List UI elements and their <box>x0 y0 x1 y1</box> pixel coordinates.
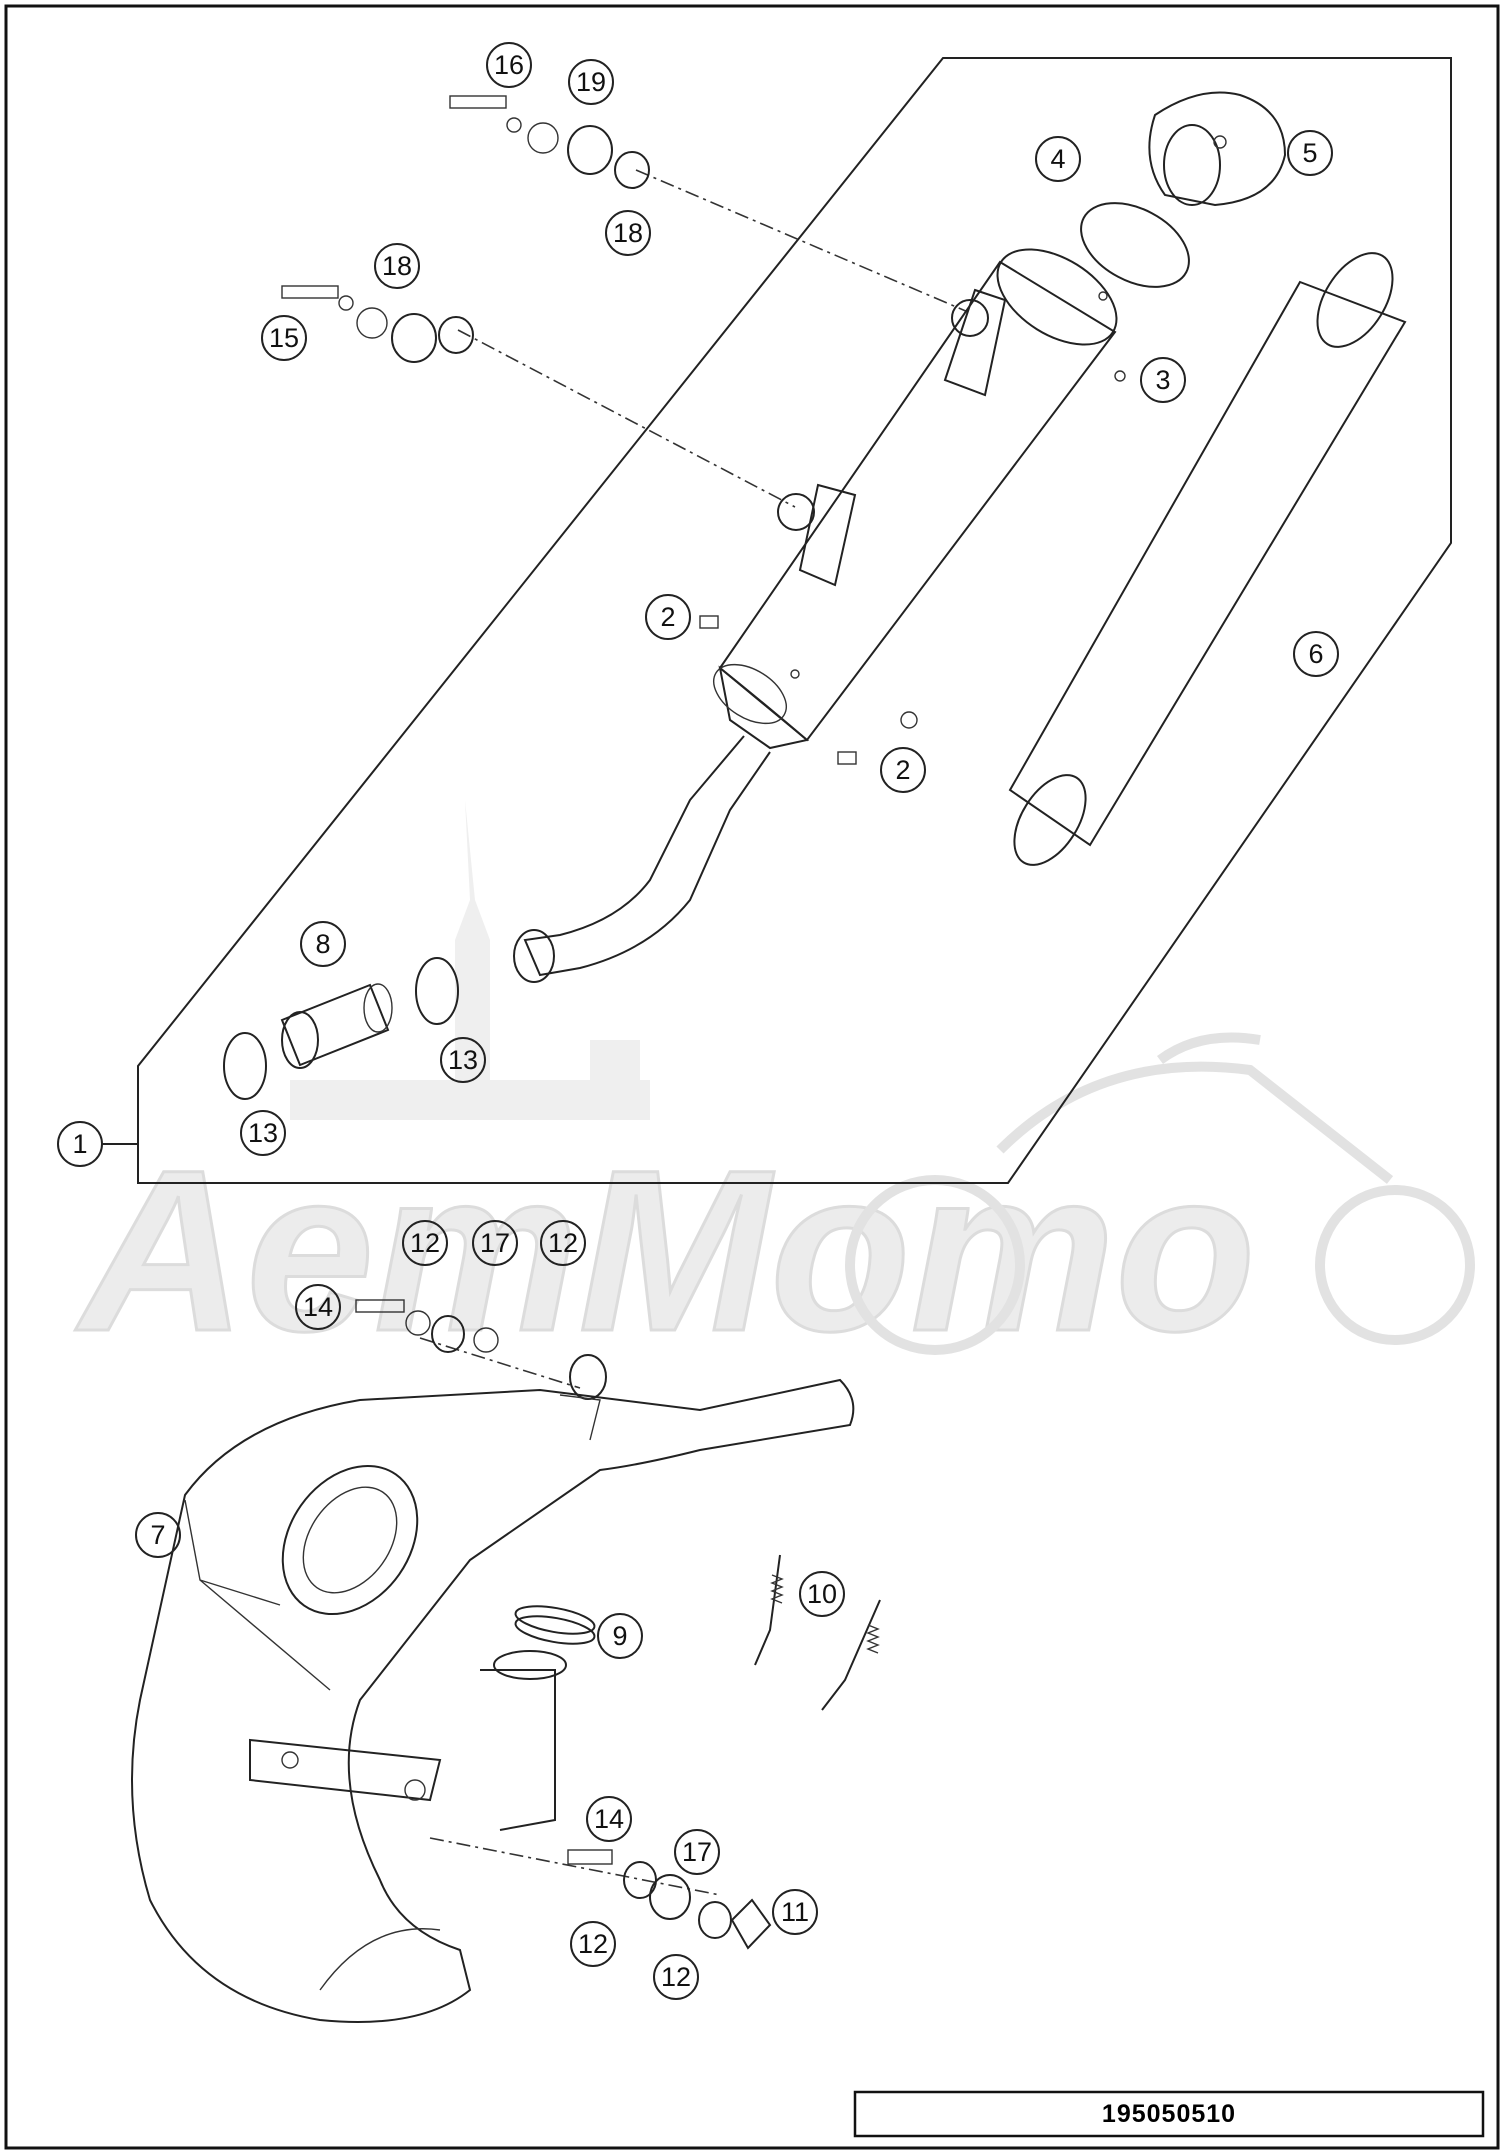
svg-text:11: 11 <box>781 1897 809 1927</box>
callout-2-lower: 2 <box>880 747 926 793</box>
svg-text:12: 12 <box>548 1228 578 1258</box>
svg-text:14: 14 <box>303 1292 333 1322</box>
callout-9: 9 <box>597 1613 643 1659</box>
svg-text:17: 17 <box>480 1228 510 1258</box>
callout-2-upper: 2 <box>645 594 691 640</box>
callout-5: 5 <box>1287 130 1333 176</box>
svg-text:9: 9 <box>612 1621 627 1651</box>
callout-12-d: 12 <box>653 1954 699 2000</box>
callout-10: 10 <box>799 1571 845 1617</box>
watermark-motorcycle-icon <box>845 1032 1475 1355</box>
callout-12-b: 12 <box>540 1220 586 1266</box>
callout-11: 11 <box>772 1889 818 1935</box>
svg-text:1: 1 <box>72 1129 87 1159</box>
svg-text:195050510: 195050510 <box>1102 2100 1236 2128</box>
svg-text:12: 12 <box>661 1962 691 1992</box>
springs <box>754 1554 881 1711</box>
svg-text:AemMomo: AemMomo <box>75 1122 1256 1379</box>
svg-text:2: 2 <box>895 755 910 785</box>
callout-18-b: 18 <box>374 243 420 289</box>
callout-13-a: 13 <box>440 1037 486 1083</box>
callout-7: 7 <box>135 1512 181 1558</box>
callout-18-a: 18 <box>605 210 651 256</box>
seal-ring-inner <box>514 1615 596 1645</box>
callout-4: 4 <box>1035 136 1081 182</box>
assembly-line-lower <box>457 329 796 508</box>
gasket-right <box>415 957 459 1025</box>
svg-text:13: 13 <box>448 1045 478 1075</box>
callout-12-a: 12 <box>402 1220 448 1266</box>
svg-text:17: 17 <box>682 1837 712 1867</box>
silencer-body <box>713 248 1126 750</box>
callout-14-a: 14 <box>295 1284 341 1330</box>
svg-text:6: 6 <box>1308 639 1323 669</box>
svg-text:8: 8 <box>315 929 330 959</box>
silencer-kit-outline <box>137 57 1452 1184</box>
inlet-sleeve <box>280 983 393 1069</box>
rivets <box>699 615 918 765</box>
svg-text:3: 3 <box>1155 365 1170 395</box>
callout-8: 8 <box>300 921 346 967</box>
svg-text:12: 12 <box>578 1929 608 1959</box>
svg-text:2: 2 <box>660 602 675 632</box>
svg-text:7: 7 <box>150 1520 165 1550</box>
callout-3: 3 <box>1140 357 1186 403</box>
pipe-end <box>513 929 555 983</box>
gasket-left <box>223 1032 267 1100</box>
end-cap <box>1148 91 1287 207</box>
assembly-line-manifold-bottom <box>429 1837 721 1896</box>
callout-12-c: 12 <box>570 1921 616 1967</box>
callout-15: 15 <box>261 315 307 361</box>
callout-19: 19 <box>568 59 614 105</box>
watermark-church-icon <box>290 800 650 1120</box>
callout-14-b: 14 <box>586 1796 632 1842</box>
svg-text:5: 5 <box>1302 138 1317 168</box>
svg-text:4: 4 <box>1050 144 1065 174</box>
svg-text:14: 14 <box>594 1804 624 1834</box>
part-number-box: 195050510 <box>853 2090 1485 2138</box>
seal-ring <box>514 1605 596 1635</box>
callout-17-a: 17 <box>472 1220 518 1266</box>
page-frame <box>4 4 1500 2150</box>
svg-text:10: 10 <box>807 1579 837 1609</box>
svg-text:18: 18 <box>613 218 643 248</box>
expansion-chamber <box>131 1378 855 2023</box>
callout-13-b: 13 <box>240 1110 286 1156</box>
svg-text:13: 13 <box>248 1118 278 1148</box>
svg-text:16: 16 <box>494 50 524 80</box>
watermark: AemMomo <box>74 800 1475 1381</box>
assembly-line-upper <box>635 169 969 313</box>
svg-text:19: 19 <box>576 67 606 97</box>
muffler-wrap <box>1008 252 1407 866</box>
hardware-upper <box>281 95 650 363</box>
callout-6: 6 <box>1293 631 1339 677</box>
hardware-manifold-bottom <box>567 1849 772 1950</box>
o-ring <box>1080 202 1190 288</box>
svg-text:12: 12 <box>410 1228 440 1258</box>
svg-text:18: 18 <box>382 251 412 281</box>
callout-16: 16 <box>486 42 532 88</box>
callout-1: 1 <box>57 1121 103 1167</box>
callout-17-b: 17 <box>674 1829 720 1875</box>
svg-text:15: 15 <box>269 323 299 353</box>
silencer-inlet-pipe <box>523 735 771 977</box>
assembly-line-manifold-top <box>419 1337 581 1389</box>
